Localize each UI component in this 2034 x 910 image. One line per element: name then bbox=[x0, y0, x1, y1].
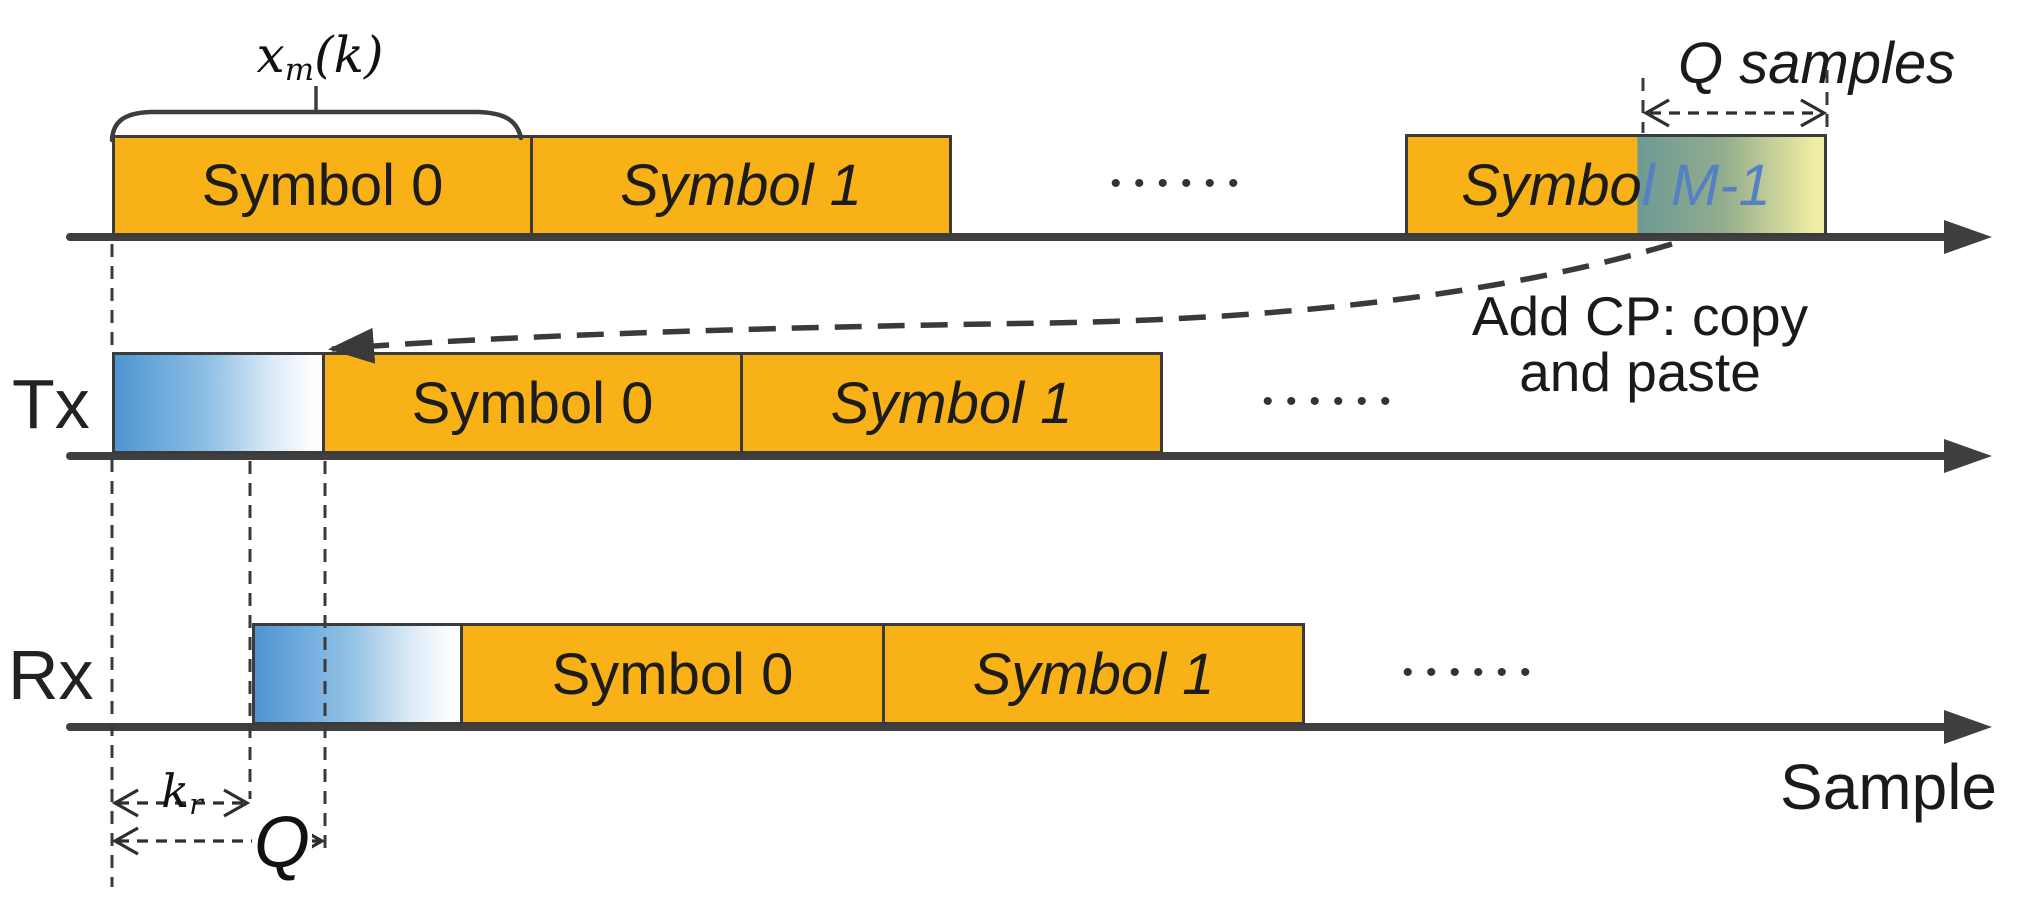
tx-symbol-0-block: Symbol 0 bbox=[322, 352, 743, 454]
kr-base: k bbox=[161, 764, 190, 818]
modulated-symbol-m1-label: Symbol M-1 bbox=[1461, 152, 1770, 219]
add-cp-annotation: Add CP: copy and paste bbox=[1435, 288, 1845, 400]
xmk-base: x bbox=[256, 26, 285, 84]
add-cp-line1: Add CP: copy bbox=[1471, 285, 1809, 347]
modulated-symbol-1-block: Symbol 1 bbox=[530, 135, 952, 236]
tx-cp-block bbox=[112, 352, 325, 454]
ellipsis-dots: •••••• bbox=[1262, 385, 1404, 418]
tx-axis bbox=[66, 452, 1948, 460]
rx-symbol-0-label: Symbol 0 bbox=[551, 641, 794, 707]
tx-axis-arrowhead-icon bbox=[1944, 439, 1992, 473]
modulated-axis bbox=[66, 233, 1948, 241]
rx-axis bbox=[66, 723, 1948, 731]
symbol-m1-black-part: Symbo bbox=[1461, 152, 1642, 218]
rx-symbol-1-label: Symbol 1 bbox=[972, 641, 1215, 707]
symbol-m1-blue-part: l M-1 bbox=[1641, 152, 1771, 218]
modulated-ellipsis: •••••• bbox=[1102, 135, 1247, 232]
q-samples-measure-arrow bbox=[1642, 98, 1828, 128]
kr-subscript: r bbox=[189, 788, 203, 822]
q-samples-label: Q samples bbox=[1678, 31, 1956, 96]
kr-label: kr bbox=[128, 764, 236, 821]
q-measure-label: Q bbox=[252, 802, 313, 884]
rx-symbol-0-block: Symbol 0 bbox=[460, 623, 885, 725]
tx-symbol-0-label: Symbol 0 bbox=[411, 370, 654, 436]
rx-row-label: Rx bbox=[8, 636, 94, 714]
rx-axis-arrowhead-icon bbox=[1944, 710, 1992, 744]
rx-cp-block bbox=[252, 623, 463, 725]
add-cp-line2: and paste bbox=[1519, 341, 1761, 403]
xmk-rest: (k) bbox=[314, 26, 384, 84]
xmk-subscript: m bbox=[284, 51, 315, 88]
rx-symbol-1-block: Symbol 1 bbox=[882, 623, 1305, 725]
tx-symbol-1-label: Symbol 1 bbox=[830, 370, 1073, 436]
ellipsis-dots: •••••• bbox=[1110, 166, 1252, 200]
tx-ellipsis: •••••• bbox=[1254, 352, 1399, 452]
modulated-axis-arrowhead-icon bbox=[1944, 220, 1992, 254]
modulated-symbol-1-label: Symbol 1 bbox=[620, 153, 862, 218]
ellipsis-dots: •••••• bbox=[1402, 656, 1544, 689]
modulated-symbol-m1-block: Symbol M-1 bbox=[1405, 134, 1827, 236]
rx-ellipsis: •••••• bbox=[1394, 623, 1539, 723]
modulated-symbol-0-label: Symbol 0 bbox=[201, 153, 444, 218]
tx-row-label: Tx bbox=[12, 365, 90, 443]
sample-axis-label: Sample bbox=[1780, 751, 1997, 823]
tx-symbol-1-block: Symbol 1 bbox=[740, 352, 1163, 454]
xmk-label: xm(k) bbox=[225, 26, 415, 88]
modulated-symbol-0-block: Symbol 0 bbox=[112, 135, 533, 236]
